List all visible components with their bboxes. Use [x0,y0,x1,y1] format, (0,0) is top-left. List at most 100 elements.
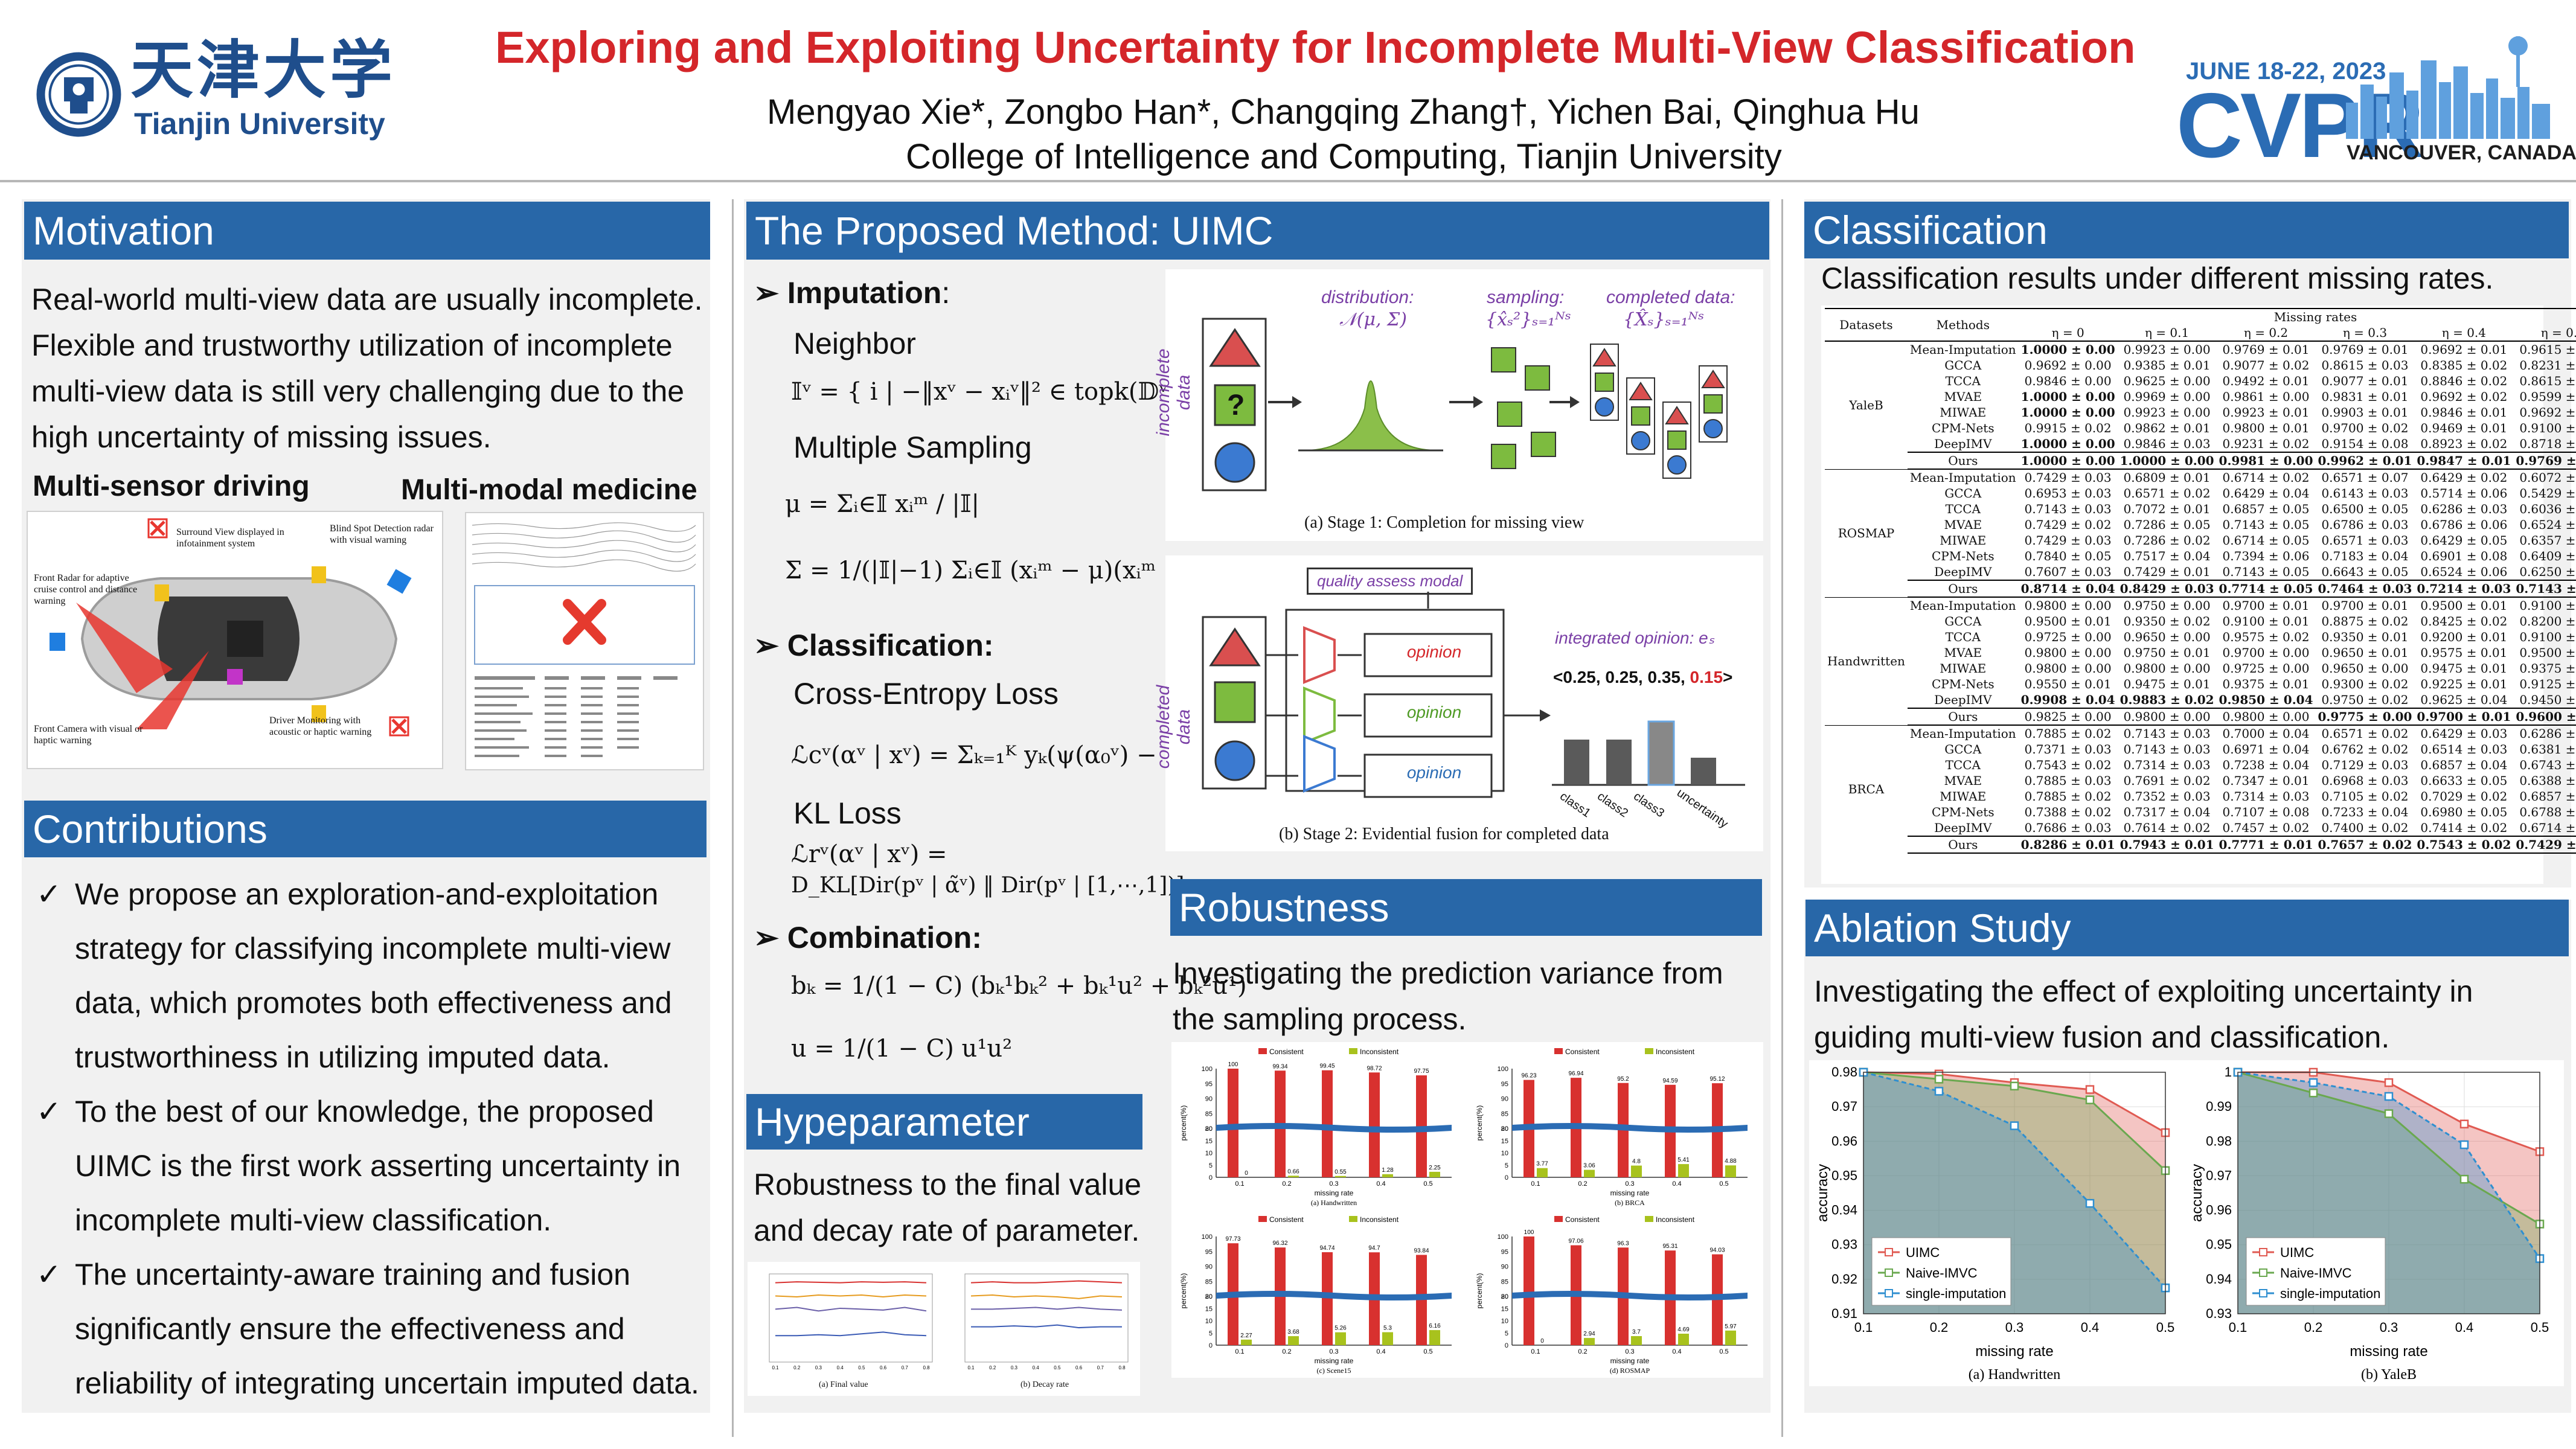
sampled-points [1491,347,1556,469]
y-tick-label: 100 [1498,1233,1508,1241]
table-cell: 1.0000 ± 0.00 [2020,405,2115,420]
table-cell: 0.7400 ± 0.02 [2321,820,2409,835]
table-cell: 0.9903 ± 0.01 [2321,405,2409,420]
consistent-bar [1369,1072,1380,1177]
table-cell: 0.6857 ± 0.05 [2222,502,2310,516]
legend-label-inconsistent: Inconsistent [1656,1048,1695,1056]
y-tick-label: 0.95 [2206,1237,2232,1252]
series-line [970,1280,1123,1284]
y-tick-label: 0.95 [1831,1168,1857,1183]
header-rate: η = 0.1 [2144,325,2190,340]
table-cell: 0.7429 ± 0.03 [2024,470,2112,485]
inconsistent-value-label: 2.94 [1583,1331,1595,1337]
y-tick-label: 80 [1205,1293,1213,1300]
table-cell: 0.7464 ± 0.03 [2315,580,2415,598]
consistent-value-label: 97.73 [1225,1236,1240,1243]
missing-view-qmark: ? [1227,389,1245,421]
table-cell: 0.7657 ± 0.02 [2315,836,2415,854]
table-cell: 0.7233 ± 0.04 [2321,805,2409,819]
inconsistent-value-label: 5.97 [1725,1323,1737,1330]
multiple-sampling-label: Multiple Sampling [793,430,1032,464]
imputation-label: Imputation [787,276,942,310]
robustness-line: Investigating the prediction variance fr… [1173,956,1723,990]
ablation-line: guiding multi-view fusion and classifica… [1814,1020,2390,1054]
table-cell: 0.8714 ± 0.04 [2018,580,2118,598]
imputation-row: ➢ Imputation: [754,276,950,310]
paper-title: Exploring and Exploiting Uncertainty for… [495,22,2136,72]
contribution-line: strategy for classifying incomplete mult… [75,932,671,965]
series-marker [2384,1092,2394,1101]
table-cell: 1.0000 ± 0.00 [2020,389,2115,404]
car-illustration [50,518,412,737]
table-cell: 0.6429 ± 0.02 [2420,470,2508,485]
header-rate: η = 0.4 [2441,325,2487,340]
inconsistent-bar [1429,1330,1440,1345]
series-marker [2384,1109,2394,1118]
consistent-value-label: 97.06 [1568,1238,1583,1245]
method-name: MIWAE [1940,661,1987,676]
table-cell: 0.9650 ± 0.00 [2123,630,2211,644]
x-tick-label: 0.6 [880,1365,887,1371]
ablation-text: Investigating the effect of exploiting u… [1814,968,2473,1060]
table-cell: 0.7388 ± 0.02 [2024,805,2112,819]
header-datasets: Datasets [1839,318,1893,332]
method-name: Ours [1907,580,2019,598]
method-name: TCCA [1945,374,1981,388]
table-cell: 0.6381 ± 0.04 [2519,742,2576,756]
series-marker [1934,1075,1944,1084]
table-cell: 0.7457 ± 0.02 [2222,820,2310,835]
opinion-bar [1606,740,1632,785]
table-cell: 0.9469 ± 0.01 [2420,421,2508,435]
consistent-value-label: 96.3 [1617,1240,1629,1247]
inconsistent-value-label: 0 [1540,1338,1544,1345]
opinion-bar-chart [1552,720,1745,786]
table-cell: 0.9915 ± 0.02 [2024,421,2112,435]
chart-caption: (c) Scene15 [1317,1366,1351,1375]
y-tick-label: 0 [1209,1342,1213,1349]
table-cell: 0.9692 ± 0.01 [2420,342,2508,357]
plot-frame [964,1273,1129,1363]
table-cell: 0.6786 ± 0.03 [2321,517,2409,532]
table-cell: 0.6714 ± 0.04 [2519,820,2576,835]
y-tick-label: 85 [1501,1110,1508,1118]
table-cell: 0.9100 ± 0.01 [2222,614,2310,629]
table-cell: 0.8286 ± 0.01 [2018,836,2118,854]
y-tick-label: 100 [1202,1066,1213,1073]
stage2-diagram: completed data quality assess modal opin… [1153,555,1763,851]
table-cell: 0.7371 ± 0.03 [2024,742,2112,756]
legend-marker [2259,1248,2267,1256]
table-cell: 0.9300 ± 0.02 [2321,677,2409,691]
series-marker [2085,1085,2095,1094]
table-cell: 0.9475 ± 0.01 [2123,677,2211,691]
table-cell: 0.8718 ± 0.06 [2519,437,2576,451]
opinion-vector-uncertainty: 0.15 [1690,668,1723,686]
table-cell: 0.6953 ± 0.03 [2024,486,2112,501]
y-tick-label: 0.97 [1831,1099,1857,1114]
combination-row: ➢ Combination: [754,920,982,955]
inconsistent-value-label: 1.28 [1382,1167,1394,1174]
consistent-value-label: 94.74 [1319,1245,1334,1252]
x-tick-label: 0.8 [923,1365,930,1371]
x-tick-label: 0.4 [837,1365,844,1371]
inconsistent-value-label: 5.41 [1677,1157,1690,1163]
table-cell: 0.9861 ± 0.00 [2222,389,2310,404]
inconsistent-value-label: 3.68 [1287,1329,1299,1335]
incomplete-views [1202,318,1267,491]
y-tick-label: 5 [1209,1330,1213,1337]
table-cell: 0.9800 ± 0.00 [2123,661,2211,676]
motivation-line: Flexible and trustworthy utilization of … [31,328,673,362]
table-cell: 0.9650 ± 0.01 [2321,645,2409,660]
table-cell: 0.9615 ± 0.01 [2519,342,2576,357]
y-tick-label: 80 [1501,1125,1508,1133]
series-line [775,1307,927,1312]
